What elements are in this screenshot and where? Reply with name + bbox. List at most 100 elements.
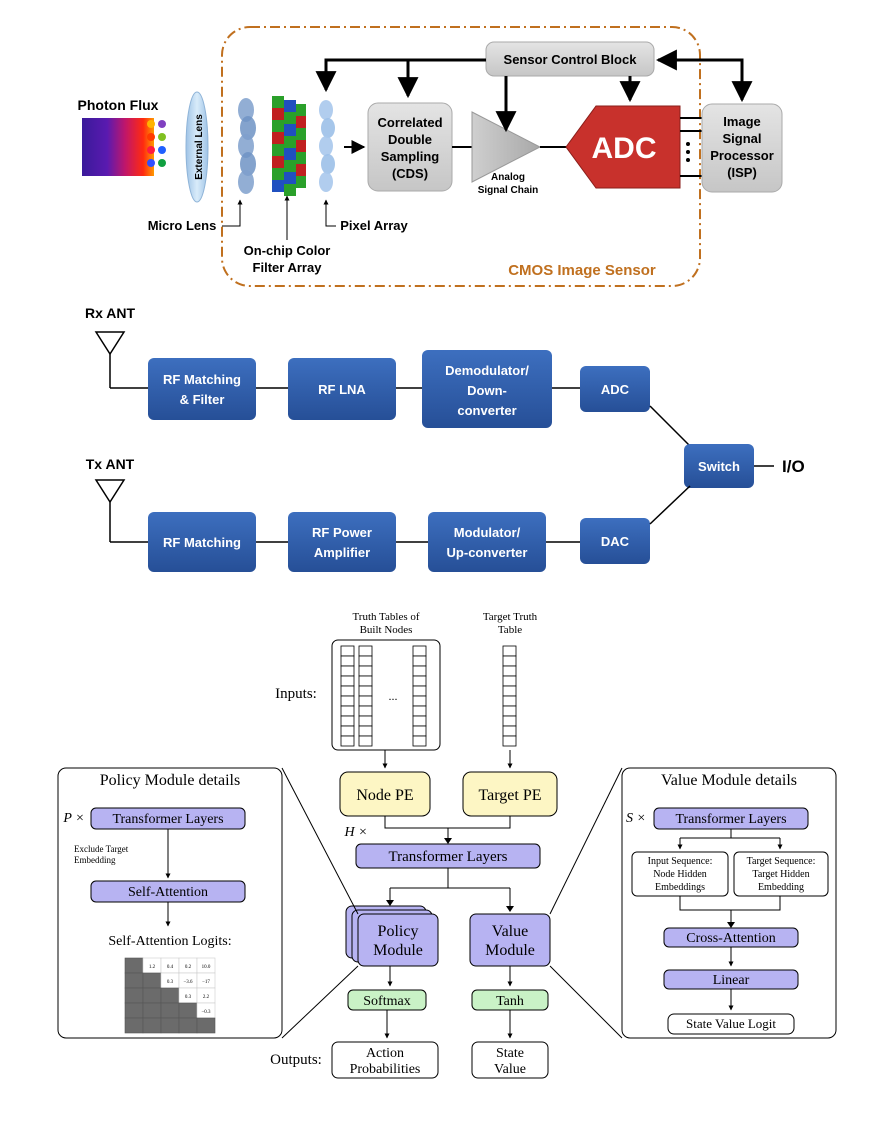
dac-block <box>580 518 650 564</box>
photon-dots <box>147 120 166 167</box>
policy-module-details-panel: Policy Module details P × Transformer La… <box>57 767 283 1039</box>
logit-value: 0.4 <box>167 965 174 970</box>
cds-label-line3: Sampling <box>381 149 440 164</box>
truth-table-cell <box>412 735 427 747</box>
state-value-logit-box <box>667 1013 795 1035</box>
target-truth-table-cell <box>502 705 517 717</box>
value-module-label-2: Module <box>485 942 535 959</box>
logit-value: −0.3 <box>201 1010 211 1015</box>
logit-value: 0.2 <box>185 965 192 970</box>
logit-cell <box>124 972 144 989</box>
p-times-label: P × <box>62 811 84 826</box>
policy-details-title: Policy Module details <box>100 772 240 789</box>
input-sequence-label-1: Input Sequence: <box>648 856 713 867</box>
tx-rf-matching-block <box>148 512 256 572</box>
exclude-target-label-1: Exclude Target <box>74 844 129 854</box>
analog-chain-label-line1: Analog <box>491 172 525 183</box>
policy-module-box <box>357 913 439 967</box>
isp-label-line3: Processor <box>710 148 774 163</box>
modulator-label-2: Up-converter <box>447 545 528 560</box>
logit-value: 10.0 <box>202 965 211 970</box>
truth-table-cell <box>412 655 427 667</box>
truth-table-cell <box>358 675 373 687</box>
outputs-label: Outputs: <box>270 1052 322 1068</box>
truth-table-cell <box>412 675 427 687</box>
logit-cell <box>160 987 180 1004</box>
rf-power-amplifier-label-2: Amplifier <box>314 545 370 560</box>
target-truth-table-cell <box>502 665 517 677</box>
target-truth-table-cell <box>502 655 517 667</box>
external-lens <box>185 91 209 203</box>
control-lines <box>315 49 753 133</box>
cds-label-line2: Double <box>388 132 432 147</box>
logit-value: −3.6 <box>183 980 193 985</box>
truth-table-cell <box>340 685 355 697</box>
photon-spectrum <box>82 118 154 176</box>
input-sequence-label-3: Embeddings <box>655 882 705 893</box>
micro-lens-stack <box>238 98 256 194</box>
adc-isp-bus <box>680 117 702 177</box>
logit-value: 0.3 <box>167 980 174 985</box>
tx-antenna-label: Tx ANT <box>86 456 135 472</box>
truth-table-cell <box>412 665 427 677</box>
micro-lens-label: Micro Lens <box>148 218 217 233</box>
state-value-label-2: Value <box>494 1062 526 1077</box>
rx-rf-matching-block <box>148 358 256 420</box>
logit-cell <box>178 1002 198 1019</box>
target-truth-caption-1: Target Truth <box>483 611 538 623</box>
target-pe-label: Target PE <box>478 787 541 804</box>
value-transformer-layers-label: Transformer Layers <box>675 812 786 827</box>
rf-power-amplifier-label-1: RF Power <box>312 525 372 540</box>
sensor-control-label: Sensor Control Block <box>504 52 638 67</box>
rf-adc-label: ADC <box>601 382 630 397</box>
truth-table-cell <box>340 715 355 727</box>
logit-cell <box>142 972 162 989</box>
io-label: I/O <box>782 457 805 476</box>
rf-adc-block <box>580 366 650 412</box>
dac-label: DAC <box>601 534 630 549</box>
target-truth-table-cell <box>502 675 517 687</box>
target-truth-caption-2: Table <box>498 624 522 636</box>
rf-lna-label: RF LNA <box>318 382 366 397</box>
truth-table-cell <box>358 725 373 737</box>
truth-table-ellipsis: ... <box>389 689 398 703</box>
target-truth-table-cell <box>502 715 517 727</box>
truth-table-cell <box>340 675 355 687</box>
logit-cell <box>196 1017 216 1034</box>
cmos-sensor-label: CMOS Image Sensor <box>508 262 656 279</box>
isp-label-line1: Image <box>723 114 761 129</box>
value-module-details-panel: Value Module details S × Transformer Lay… <box>621 767 837 1039</box>
switch-label: Switch <box>698 459 740 474</box>
target-truth-table-cell <box>502 725 517 737</box>
rx-antenna-label: Rx ANT <box>85 305 135 321</box>
logit-cell <box>142 1002 162 1019</box>
truth-table-cell <box>340 665 355 677</box>
isp-block <box>701 103 783 193</box>
truth-table-cell <box>358 655 373 667</box>
logit-cell <box>160 1017 180 1034</box>
switch-block <box>684 444 754 488</box>
truth-tables-caption-1: Truth Tables of <box>352 611 419 623</box>
truth-table-columns <box>340 645 427 747</box>
target-sequence-label-2: Target Hidden <box>752 869 809 880</box>
logit-cell <box>160 1002 180 1019</box>
tx-rf-matching-label: RF Matching <box>163 535 241 550</box>
rf-transceiver-diagram: Rx ANT RF Matching & Filter RF LNA Demod… <box>85 305 805 572</box>
truth-table-cell <box>340 645 355 657</box>
demodulator-label-1: Demodulator/ <box>445 363 529 378</box>
node-pe-label: Node PE <box>356 787 413 804</box>
color-filter-array <box>272 96 306 196</box>
policy-module-label-2: Module <box>373 942 423 959</box>
logit-cell <box>178 1017 198 1034</box>
softmax-label: Softmax <box>363 994 410 1009</box>
truth-table-cell <box>358 735 373 747</box>
truth-table-cell <box>412 715 427 727</box>
photon-flux-label: Photon Flux <box>78 97 159 113</box>
logit-cell <box>142 1017 162 1034</box>
cmos-sensor-diagram: CMOS Image Sensor Photon Flux External L… <box>78 26 783 287</box>
inputs-label: Inputs: <box>275 686 317 702</box>
logit-cell <box>124 1002 144 1019</box>
linear-label: Linear <box>713 973 750 988</box>
target-sequence-label-3: Embedding <box>758 882 804 893</box>
modulator-block <box>428 512 546 572</box>
